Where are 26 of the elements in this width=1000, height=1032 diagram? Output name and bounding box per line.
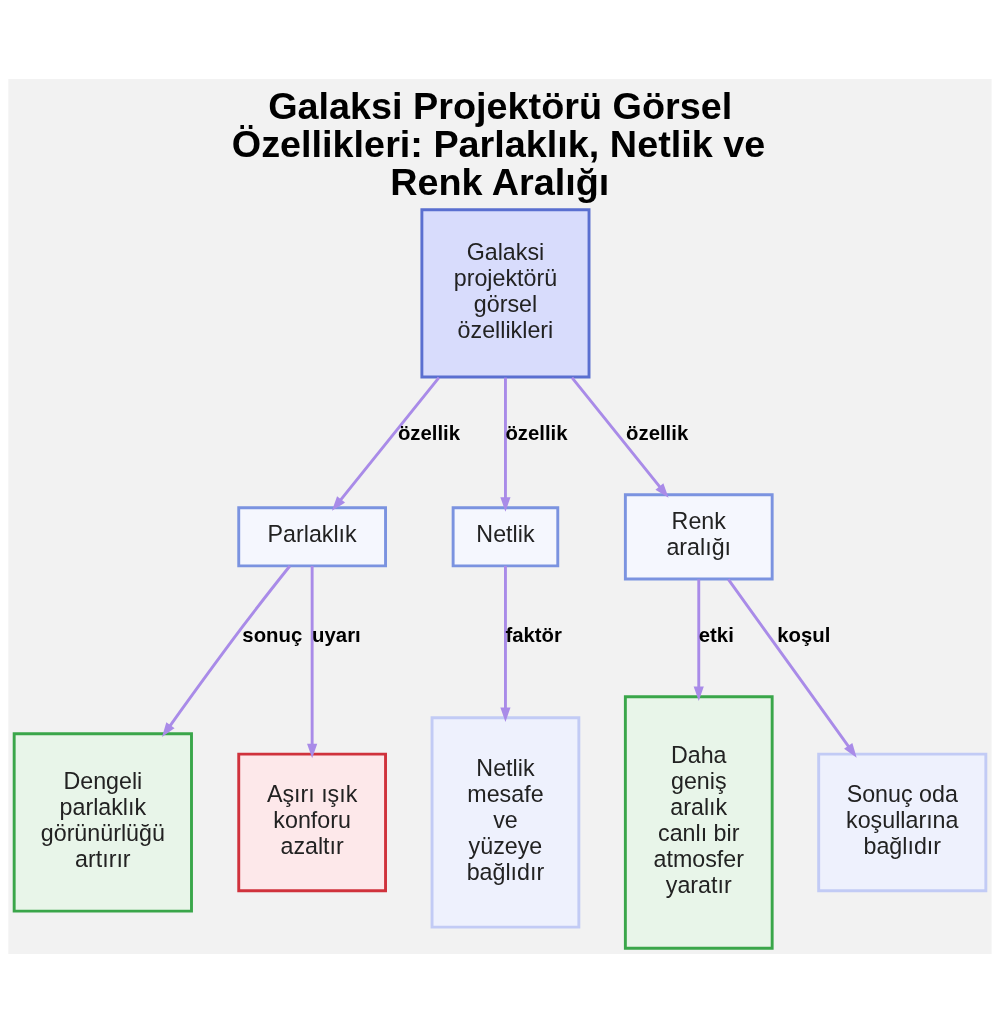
arrow xyxy=(307,565,318,758)
node-box: Aşırı ışık konforu azaltır xyxy=(237,752,387,892)
node-box: Netlik mesafe ve yüzeye bağlıdır xyxy=(430,715,581,929)
node-box: Sonuç oda koşullarına bağlıdır xyxy=(817,752,988,892)
edge-label: özellik xyxy=(626,421,689,444)
node-box: Renk aralığı xyxy=(623,492,774,580)
edge-label: özellik xyxy=(505,421,568,444)
arrow xyxy=(727,578,857,758)
node-box: Dengeli parlaklık görünürlüğü artırır xyxy=(12,731,193,913)
node-box: Daha geniş aralık canlı bir atmosfer yaratır xyxy=(623,694,774,950)
arrow xyxy=(693,578,704,701)
edge-label: faktör xyxy=(505,623,562,646)
arrow xyxy=(570,376,669,498)
diagram-title: Galaksi Projektörü Görsel Özellikleri: Parlaklık, Netlik ve Renk Aralığı xyxy=(231,84,766,203)
node-box: Galaksi projektörü görsel özellikleri xyxy=(420,207,591,378)
edge-label: uyarı xyxy=(312,623,361,646)
node-box: Parlaklık xyxy=(237,505,387,567)
node-box: Netlik xyxy=(451,505,560,567)
edge-label: özellik xyxy=(397,421,461,444)
edge-label: etki xyxy=(698,623,734,646)
arrow xyxy=(500,565,511,722)
arrow xyxy=(500,377,511,512)
arrow xyxy=(331,376,441,511)
edge-label: koşul xyxy=(777,623,831,646)
edge-label: sonuç xyxy=(242,623,303,646)
arrow xyxy=(162,564,291,737)
